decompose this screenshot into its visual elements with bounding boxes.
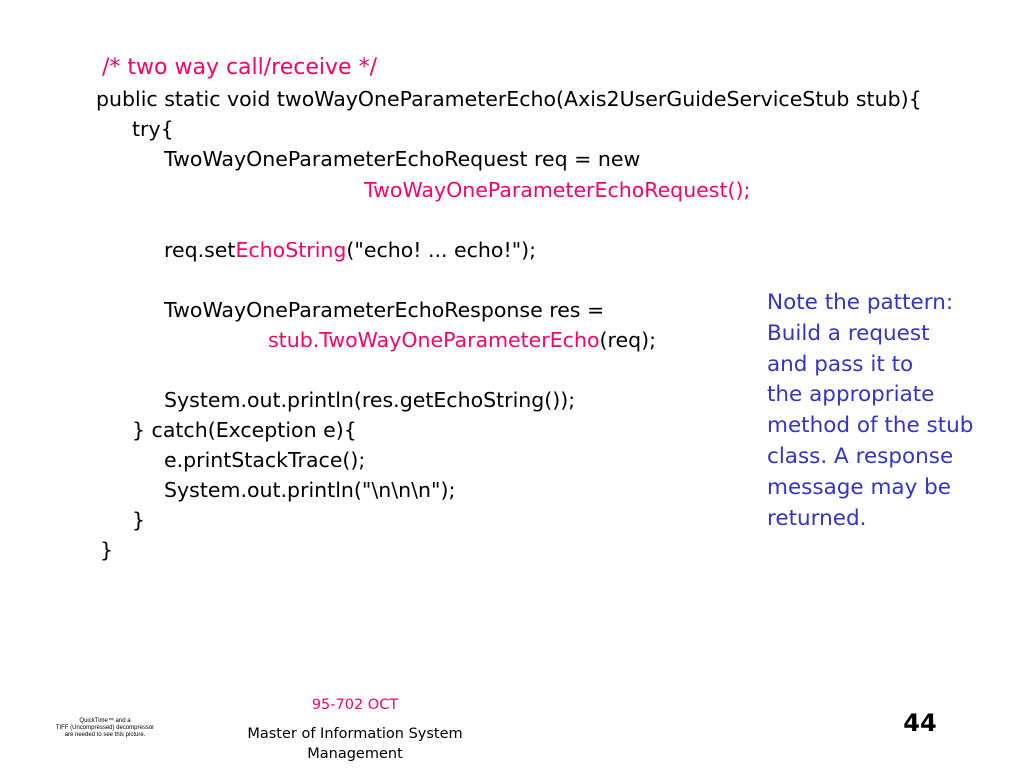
- code-close-method: }: [100, 538, 114, 562]
- note-line: and pass it to: [767, 351, 914, 377]
- code-catch: } catch(Exception e){: [132, 418, 357, 442]
- code-set-prefix: req.set: [164, 238, 236, 262]
- code-print-newlines: System.out.println("\n\n\n");: [164, 478, 456, 502]
- note-line: message may be: [767, 474, 952, 500]
- code-print-stack-trace: e.printStackTrace();: [164, 448, 366, 472]
- footer-program-line: Management: [307, 746, 403, 762]
- placeholder-line: are needed to see this picture.: [64, 732, 146, 738]
- quicktime-placeholder-image: QuickTime™ and a TIFF (Uncompressed) dec…: [40, 718, 170, 740]
- footer-program-name: Master of Information System Management: [205, 724, 505, 764]
- code-stub-call: stub.TwoWayOneParameterEcho: [268, 328, 600, 352]
- note-line: the appropriate: [767, 382, 935, 408]
- note-line: Note the pattern:: [767, 290, 954, 315]
- footer-program-line: Master of Information System: [247, 726, 463, 742]
- note-line: method of the stub: [767, 413, 974, 439]
- footer-course-code: 95-702 OCT: [311, 697, 399, 713]
- code-request-declaration: TwoWayOneParameterEchoRequest req = new: [164, 147, 641, 171]
- placeholder-line: QuickTime™ and a: [79, 718, 131, 724]
- page-number: 44: [903, 709, 937, 737]
- note-line: Build a request: [767, 320, 930, 346]
- note-line: class. A response: [767, 443, 954, 469]
- code-close-catch: }: [132, 508, 146, 532]
- note-line: returned.: [767, 505, 867, 531]
- code-stub-args: (req);: [599, 328, 656, 352]
- code-set-method: EchoString: [235, 238, 347, 262]
- code-set-args: ("echo! ... echo!");: [346, 238, 537, 262]
- placeholder-line: TIFF (Uncompressed) decompressor: [55, 725, 155, 731]
- pattern-note: Note the pattern: Build a request and pa…: [767, 288, 1022, 534]
- code-comment: /* two way call/receive */: [102, 55, 377, 80]
- code-print-echo: System.out.println(res.getEchoString());: [164, 388, 576, 412]
- code-request-constructor: TwoWayOneParameterEchoRequest();: [364, 178, 751, 202]
- code-try-open: try{: [132, 117, 174, 141]
- code-set-echo-string: req.setEchoString("echo! ... echo!");: [164, 237, 536, 263]
- code-method-signature: public static void twoWayOneParameterEch…: [96, 87, 922, 111]
- code-response-declaration: TwoWayOneParameterEchoResponse res =: [164, 298, 605, 322]
- code-stub-call-line: stub.TwoWayOneParameterEcho(req);: [268, 327, 656, 353]
